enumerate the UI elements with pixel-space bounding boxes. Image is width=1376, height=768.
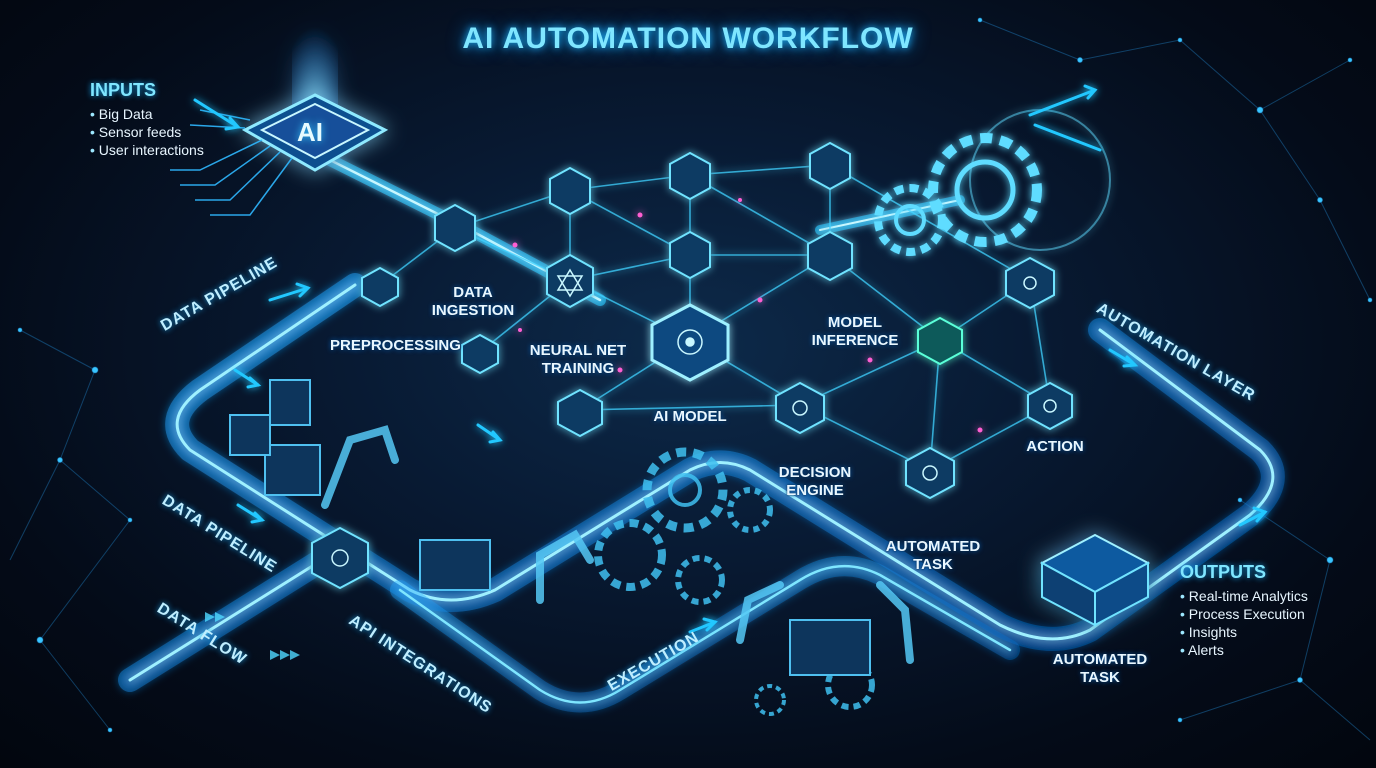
inputs-item: User interactions: [90, 141, 204, 159]
node-label-line: MODEL: [827, 314, 883, 331]
outputs-item: Insights: [1180, 623, 1308, 641]
flow-arrows: [193, 84, 1268, 634]
node-hex: [809, 141, 851, 191]
node-label-line: DATA: [453, 284, 493, 301]
node-label-line: NEURAL NET: [529, 342, 627, 359]
chevron-marks: [205, 612, 300, 660]
inputs-list: Big Data Sensor feeds User interactions: [90, 105, 204, 159]
node-label-line: AUTOMATED: [885, 538, 981, 555]
node-label-line: TASK: [1080, 669, 1120, 686]
node-label-ai-model: AI MODEL: [640, 408, 740, 426]
node-label-line: DECISION: [778, 464, 852, 481]
gear-cluster-top-right: [874, 109, 1111, 256]
outputs-item: Real-time Analytics: [1180, 587, 1308, 605]
node-label-data-ingestion: DATA INGESTION: [418, 284, 528, 320]
outputs-item: Alerts: [1180, 641, 1308, 659]
node-neural-net-hex: [546, 253, 594, 309]
inputs-item: Sensor feeds: [90, 123, 204, 141]
node-model-inference-hex: [917, 316, 963, 366]
node-label-line: INFERENCE: [811, 332, 899, 349]
node-label-decision-engine: DECISION ENGINE: [760, 464, 870, 500]
gear-cluster-center: [594, 447, 875, 716]
inputs-title: INPUTS: [90, 80, 157, 100]
node-label-action: ACTION: [1020, 438, 1090, 456]
network-nodes: [311, 141, 1073, 590]
node-label-automated-task-output: AUTOMATED TASK: [1045, 651, 1155, 687]
node-label-line: ENGINE: [786, 482, 844, 499]
node-action-hex: [1027, 381, 1073, 431]
node-data-flow-hex: [311, 526, 369, 590]
inputs-panel: INPUTS Big Data Sensor feeds User intera…: [90, 80, 204, 159]
outputs-list: Real-time Analytics Process Execution In…: [1180, 587, 1308, 659]
node-glyphs: [331, 268, 1057, 567]
node-label-automated-task: AUTOMATED TASK: [878, 538, 988, 574]
node-decision-engine-hex: [775, 381, 825, 435]
node-preprocessing-hex: [461, 333, 499, 375]
node-label-line: ACTION: [1026, 438, 1084, 455]
inputs-item: Big Data: [90, 105, 204, 123]
node-hex: [807, 230, 853, 282]
page-title: AI AUTOMATION WORKFLOW: [462, 22, 914, 55]
node-label-line: TRAINING: [541, 360, 615, 377]
node-automated-task-hex: [905, 446, 955, 500]
ai-chip: [241, 5, 389, 172]
node-label-line: AI MODEL: [653, 408, 727, 425]
node-label-line: AUTOMATED: [1052, 651, 1148, 668]
data-sparkles: [512, 198, 983, 433]
node-hex: [549, 166, 591, 216]
node-hex: [361, 266, 399, 308]
node-hex: [1005, 256, 1055, 310]
output-cube: [1039, 533, 1151, 627]
outputs-title: OUTPUTS: [1180, 562, 1267, 582]
robot-arms: [321, 425, 914, 664]
node-data-ingestion-hex: [434, 203, 476, 253]
node-hex: [669, 230, 711, 280]
node-label-neural-net-training: NEURAL NET TRAINING: [523, 342, 633, 378]
node-label-line: PREPROCESSING: [330, 337, 461, 354]
chip-label: AI: [297, 117, 323, 147]
node-label-line: TASK: [913, 556, 953, 573]
node-label-preprocessing: PREPROCESSING: [330, 337, 461, 355]
node-label-line: INGESTION: [431, 302, 515, 319]
outputs-item: Process Execution: [1180, 605, 1308, 623]
outputs-panel: OUTPUTS Real-time Analytics Process Exec…: [1180, 562, 1308, 659]
node-label-model-inference: MODEL INFERENCE: [800, 314, 910, 350]
node-hex: [669, 151, 711, 201]
node-hex: [557, 388, 603, 438]
machines: [229, 379, 871, 676]
